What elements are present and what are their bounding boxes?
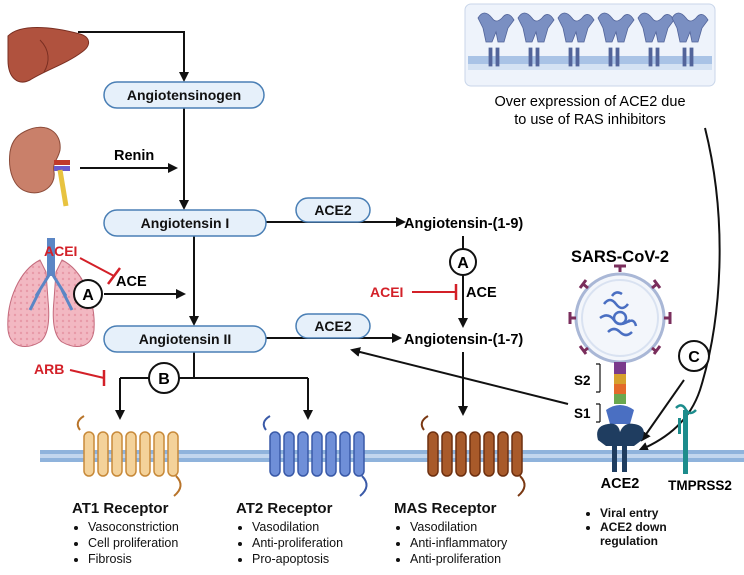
at2-receptor-panel: AT2 Receptor Vasodilation Anti-prolifera… [236, 500, 343, 567]
marker-c: C [678, 340, 710, 372]
ace2-mid-label: ACE2 [314, 318, 352, 334]
svg-text:B: B [158, 371, 170, 388]
tmprss2-icon [675, 404, 697, 474]
mas-receptor-title: MAS Receptor [394, 500, 497, 517]
viral-effect: Viral entry [600, 506, 696, 520]
at2-effect: Pro-apoptosis [252, 551, 343, 567]
marker-b: B [148, 362, 180, 394]
marker-a-left: A [73, 279, 103, 309]
at1-effect: Fibrosis [88, 551, 179, 567]
acei-mid-label: ACEI [370, 284, 403, 300]
lungs-icon [7, 238, 95, 347]
at2-receptor-icon [262, 415, 368, 497]
mas-effect: Anti-inflammatory [410, 535, 507, 551]
at1-effect: Vasoconstriction [88, 519, 179, 535]
sars-cov-2-virus-icon [568, 264, 672, 364]
angiotensin-ii-label: Angiotensin II [139, 331, 232, 347]
viral-effect: ACE2 down regulation [600, 520, 696, 548]
acei-left-label: ACEI [44, 243, 77, 259]
tmprss2-label: TMPRSS2 [668, 478, 732, 493]
overexpression-text-line1: Over expression of ACE2 due [494, 94, 685, 110]
at1-receptor-icon [76, 415, 182, 497]
ace2-mid-box: ACE2 [295, 313, 371, 339]
ace2-overexpression-panel [464, 3, 716, 87]
mas-receptor-panel: MAS Receptor Vasodilation Anti-inflammat… [394, 500, 507, 567]
ace-mid-label: ACE [466, 285, 497, 301]
angiotensin-i-label: Angiotensin I [141, 215, 230, 231]
at2-effect: Anti-proliferation [252, 535, 343, 551]
at1-receptor-title: AT1 Receptor [72, 500, 169, 517]
liver-arrow [78, 31, 189, 82]
overexpression-text-line2: to use of RAS inhibitors [514, 112, 666, 128]
angiotensin-i-box: Angiotensin I [103, 209, 267, 237]
kidney-icon [9, 126, 70, 207]
ace2-top-label: ACE2 [314, 202, 352, 218]
svg-text:C: C [688, 349, 700, 366]
angiotensinogen-box: Angiotensinogen [103, 81, 265, 109]
s1-label: S1 [574, 406, 591, 421]
ace-left-label: ACE [116, 274, 147, 290]
s2-label: S2 [574, 373, 591, 388]
liver-icon [7, 27, 89, 83]
ang2-to-receptors-arrow [119, 352, 309, 416]
svg-text:A: A [457, 255, 469, 272]
at2-receptor-title: AT2 Receptor [236, 500, 333, 517]
spike-protein-icon [606, 362, 634, 424]
at2-effect: Vasodilation [252, 519, 343, 535]
svg-text:A: A [82, 287, 94, 304]
sars-to-ang2-arrow [350, 347, 569, 405]
ace2-top-box: ACE2 [295, 197, 371, 223]
ang-1-7-label: Angiotensin-(1-7) [404, 332, 523, 348]
at2-effects-list: Vasodilation Anti-proliferation Pro-apop… [236, 519, 343, 567]
c-arrow [640, 379, 685, 442]
at1-effects-list: Vasoconstriction Cell proliferation Fibr… [72, 519, 179, 567]
at1-effect: Cell proliferation [88, 535, 179, 551]
mas-effect: Anti-proliferation [410, 551, 507, 567]
viral-effects-list: Viral entry ACE2 down regulation [586, 506, 696, 548]
acei-left-inhibitor [79, 257, 115, 277]
angiotensin-ii-box: Angiotensin II [103, 325, 267, 353]
marker-a-mid: A [449, 248, 477, 276]
viral-effects-panel: Viral entry ACE2 down regulation [586, 506, 696, 548]
angiotensinogen-label: Angiotensinogen [127, 87, 241, 103]
mas-effects-list: Vasodilation Anti-inflammatory Anti-prol… [394, 519, 507, 567]
ang-1-9-label: Angiotensin-(1-9) [404, 216, 523, 232]
arb-label: ARB [34, 361, 64, 377]
renin-label: Renin [114, 148, 154, 164]
ace2-receptor-label: ACE2 [601, 476, 640, 492]
cell-membrane [40, 450, 744, 462]
sars-cov-2-label: SARS-CoV-2 [571, 248, 669, 266]
at1-receptor-panel: AT1 Receptor Vasoconstriction Cell proli… [72, 500, 179, 567]
mas-effect: Vasodilation [410, 519, 507, 535]
ace2-receptor-icon [597, 423, 644, 472]
mas-receptor-icon [420, 415, 526, 497]
arb-inhibitor [69, 369, 105, 379]
